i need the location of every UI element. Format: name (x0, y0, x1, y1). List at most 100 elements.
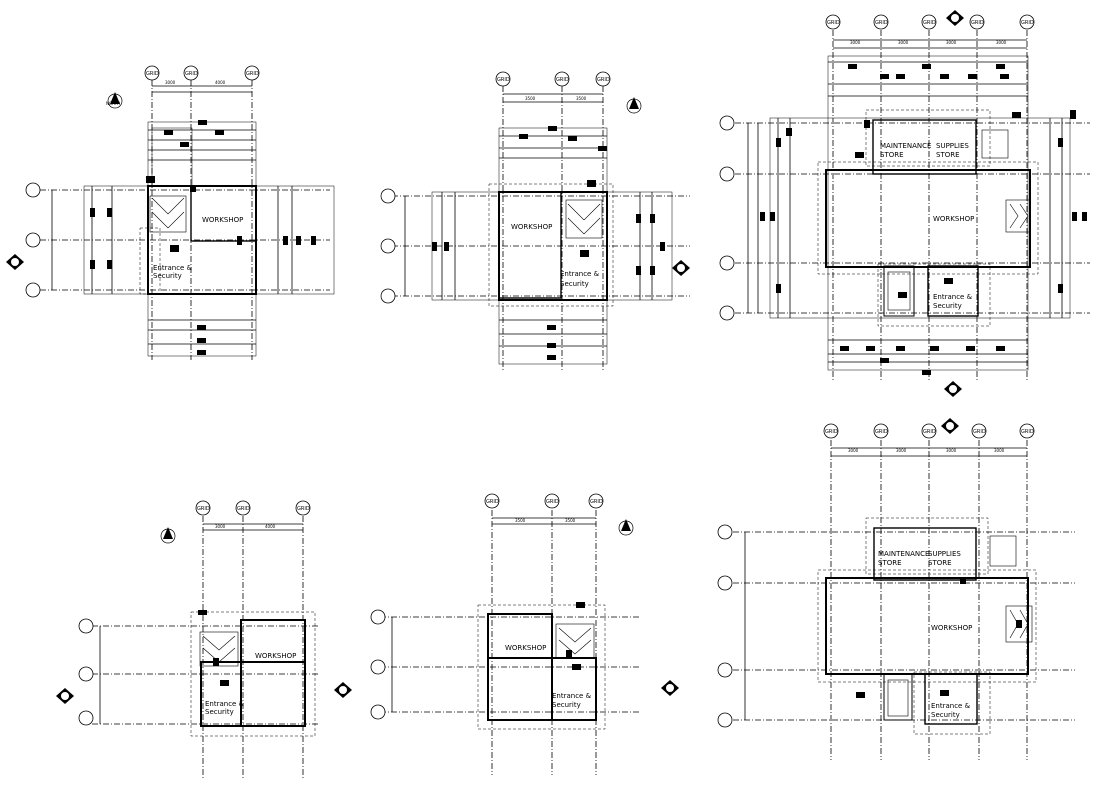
svg-text:Entrance &: Entrance & (205, 700, 245, 708)
svg-text:GRID: GRID (973, 429, 986, 435)
svg-text:GRID: GRID (185, 71, 198, 77)
north-arrow-icon (160, 527, 176, 544)
plan-2-grid-bubbles (380, 71, 611, 304)
svg-text:3000: 3000 (994, 448, 1005, 453)
svg-text:GRID: GRID (1021, 20, 1034, 26)
svg-text:WORKSHOP: WORKSHOP (505, 644, 546, 652)
plan-1-text: WORKSHOP Entrance & Security 3000 4000 (153, 80, 243, 280)
svg-text:GRID: GRID (486, 499, 499, 505)
north-arrow-icon (618, 519, 634, 536)
plan-2-grid-text: GRID GRID GRID (497, 77, 610, 83)
plan-5-grid-text: GRID GRID GRID (486, 499, 603, 505)
plan-6-markers (856, 578, 1022, 698)
svg-text:Security: Security (933, 302, 962, 310)
plan-4-floor (92, 516, 320, 780)
svg-text:3000: 3000 (165, 80, 176, 85)
svg-text:GRID: GRID (827, 20, 840, 26)
svg-text:GRID: GRID (590, 499, 603, 505)
plan-4-text: WORKSHOP Entrance & Security 3000 4000 (205, 524, 296, 716)
svg-text:3000: 3000 (946, 40, 957, 45)
svg-text:3000: 3000 (946, 448, 957, 453)
plan-3-markers (760, 64, 1087, 375)
plan-5-grid-bubbles (370, 493, 604, 720)
section-marker-icon (661, 680, 679, 696)
svg-text:3000: 3000 (850, 40, 861, 45)
svg-text:GRID: GRID (297, 506, 310, 512)
svg-text:Entrance &: Entrance & (552, 692, 592, 700)
svg-text:GRID: GRID (246, 71, 259, 77)
svg-text:Security: Security (931, 711, 960, 719)
plan-1-grid-text: GRID GRID GRID (146, 71, 259, 77)
svg-text:3500: 3500 (525, 96, 536, 101)
section-marker-icon (944, 10, 964, 397)
plan-5-floor (380, 510, 640, 775)
svg-text:NORTH: NORTH (106, 101, 120, 106)
svg-text:3000: 3000 (896, 448, 907, 453)
svg-text:GRID: GRID (597, 77, 610, 83)
svg-text:3500: 3500 (576, 96, 587, 101)
section-marker-icon (941, 418, 959, 434)
svg-text:GRID: GRID (146, 71, 159, 77)
section-marker-icon (56, 682, 352, 704)
svg-text:GRID: GRID (237, 506, 250, 512)
svg-text:MAINTENANCE: MAINTENANCE (880, 142, 931, 150)
svg-text:GRID: GRID (923, 20, 936, 26)
plan-4-markers (198, 610, 229, 686)
section-marker-icon (672, 260, 690, 276)
svg-text:4000: 4000 (215, 80, 226, 85)
svg-text:Entrance &: Entrance & (933, 293, 973, 301)
svg-text:Entrance &: Entrance & (153, 264, 193, 272)
svg-text:STORE: STORE (928, 559, 952, 567)
svg-text:GRID: GRID (197, 506, 210, 512)
plan-4-grid-bubbles (78, 500, 311, 726)
svg-text:GRID: GRID (875, 429, 888, 435)
svg-text:Entrance &: Entrance & (931, 702, 971, 710)
svg-text:GRID: GRID (497, 77, 510, 83)
svg-text:WORKSHOP: WORKSHOP (202, 216, 243, 224)
svg-text:3000: 3000 (848, 448, 859, 453)
plan-3-grid-text: GRID GRID GRID GRID GRID (827, 20, 1034, 26)
svg-text:WORKSHOP: WORKSHOP (255, 652, 296, 660)
svg-text:Security: Security (560, 280, 589, 288)
plan-6-text: MAINTENANCE STORE SUPPLIES STORE WORKSHO… (848, 448, 1005, 719)
svg-text:GRID: GRID (825, 429, 838, 435)
plan-6-floor (733, 440, 1075, 760)
svg-text:3000: 3000 (996, 40, 1007, 45)
plan-2-text: WORKSHOP Entrance & Security 3500 3500 (511, 96, 600, 288)
plan-1-markers (90, 120, 316, 355)
plan-6-grid-text: GRID GRID GRID GRID GRID (825, 429, 1034, 435)
svg-text:SUPPLIES: SUPPLIES (928, 550, 961, 558)
svg-text:GRID: GRID (556, 77, 569, 83)
plan-6-grid-bubbles (717, 423, 1035, 728)
svg-text:STORE: STORE (880, 151, 904, 159)
svg-text:WORKSHOP: WORKSHOP (511, 223, 552, 231)
svg-text:Entrance &: Entrance & (560, 270, 600, 278)
plan-2-markers (432, 126, 665, 360)
plan-3-foundation (735, 30, 1090, 380)
svg-text:STORE: STORE (878, 559, 902, 567)
svg-text:3500: 3500 (565, 518, 576, 523)
svg-text:Security: Security (552, 701, 581, 709)
svg-text:GRID: GRID (971, 20, 984, 26)
plan-5-text: WORKSHOP Entrance & Security 3500 3500 (505, 518, 592, 709)
svg-text:MAINTENANCE: MAINTENANCE (878, 550, 929, 558)
svg-text:GRID: GRID (546, 499, 559, 505)
plan-5-markers (566, 602, 585, 670)
svg-text:STORE: STORE (936, 151, 960, 159)
svg-text:Security: Security (205, 708, 234, 716)
svg-text:SUPPLIES: SUPPLIES (936, 142, 969, 150)
section-marker-icon (6, 254, 24, 270)
plan-3-grid-bubbles (719, 14, 1035, 321)
plan-1-grid-bubbles (25, 65, 260, 298)
svg-text:Security: Security (153, 272, 182, 280)
plan-1-foundation (40, 80, 335, 360)
svg-text:GRID: GRID (875, 20, 888, 26)
svg-text:WORKSHOP: WORKSHOP (931, 624, 972, 632)
svg-text:4000: 4000 (265, 524, 276, 529)
svg-text:3000: 3000 (898, 40, 909, 45)
plan-4-grid-text: GRID GRID GRID (197, 506, 310, 512)
north-arrow-icon: NORTH (106, 92, 123, 109)
svg-text:3500: 3500 (515, 518, 526, 523)
plan-2-foundation (392, 86, 690, 370)
